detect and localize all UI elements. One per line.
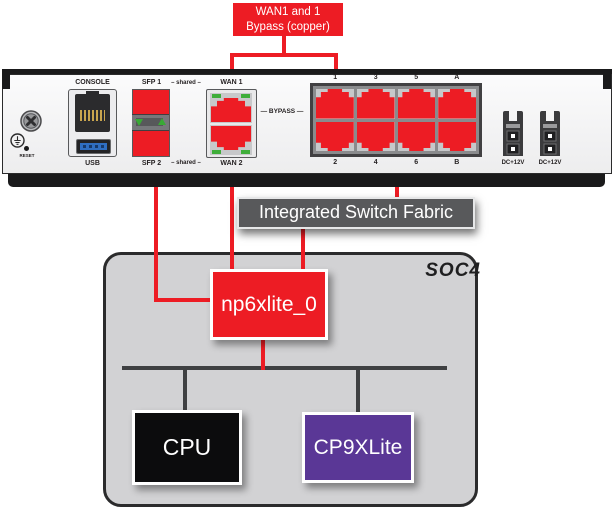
dc2-label: DC+12V xyxy=(538,160,562,166)
console-port-latch xyxy=(86,91,99,97)
port-A-rj45 xyxy=(438,89,476,119)
port-label-3: 3 xyxy=(373,74,378,81)
usb-pin xyxy=(95,145,98,148)
sfp1-arrow-icon xyxy=(135,119,143,126)
sfp1-label: SFP 1 xyxy=(141,79,162,86)
reset-label: RESET xyxy=(19,153,35,158)
chassis-right-tab xyxy=(603,70,611,89)
port-1-rj45 xyxy=(316,89,354,119)
usb-port xyxy=(76,139,111,154)
port-6-rj45 xyxy=(397,121,436,151)
callout-line2: Bypass (copper) xyxy=(246,21,330,33)
bus-to-cp9-line xyxy=(356,370,360,413)
wan2-label: WAN 2 xyxy=(220,160,243,167)
wan-bypass-callout: WAN1 and 1 Bypass (copper) xyxy=(233,3,343,36)
chassis-top-edge xyxy=(2,69,612,74)
bus-to-cpu-line xyxy=(183,370,187,410)
port-label-6: 6 xyxy=(414,159,419,166)
port-labels-bottom: 2 4 6 B xyxy=(315,159,477,166)
ports-to-fabric-line xyxy=(395,185,399,199)
switch-fabric-label: Integrated Switch Fabric xyxy=(237,197,475,229)
wan1-label: WAN 1 xyxy=(220,79,243,86)
port-5-rj45 xyxy=(397,89,436,119)
port-6 xyxy=(397,121,436,151)
np6xlite-node: np6xlite_0 xyxy=(210,269,328,340)
port-label-4: 4 xyxy=(373,159,378,166)
port-4-rj45 xyxy=(356,121,395,151)
wan2-led-right xyxy=(241,150,250,154)
shared-bottom-label: – shared – xyxy=(171,160,201,166)
usb-label: USB xyxy=(85,160,100,167)
usb-pin xyxy=(89,145,92,148)
wan1-port xyxy=(210,93,252,123)
console-port-pins xyxy=(80,110,105,121)
callout-branch-line xyxy=(230,53,338,57)
switch-port-block xyxy=(310,83,482,157)
shared-top-label: – shared – xyxy=(171,80,201,86)
port-A xyxy=(438,89,476,119)
port-4 xyxy=(356,121,395,151)
port-label-5: 5 xyxy=(414,74,419,81)
dc-power-connector-icon xyxy=(503,111,523,156)
wan2-port xyxy=(210,125,252,155)
wan-ports xyxy=(206,89,257,158)
sfp2-label: SFP 2 xyxy=(141,160,162,167)
wan2-rj45 xyxy=(211,126,251,150)
port-1 xyxy=(316,89,354,119)
ground-icon xyxy=(10,133,25,148)
internal-bus-line xyxy=(122,366,447,370)
port-2 xyxy=(316,121,354,151)
usb-pin xyxy=(101,145,104,148)
wan1-led-right xyxy=(241,94,250,98)
usb-tongue xyxy=(80,143,107,150)
sfp-latch xyxy=(132,114,169,131)
callout-stem-line xyxy=(282,36,286,53)
port-label-A: A xyxy=(454,74,460,81)
sfp2-arrow-icon xyxy=(158,118,166,125)
sfp2-to-np-line-v xyxy=(154,185,158,302)
port-B-rj45 xyxy=(438,121,476,151)
sfp-latch-inner xyxy=(136,118,163,126)
port-label-1: 1 xyxy=(333,74,338,81)
port-5 xyxy=(397,89,436,119)
wan2-to-np-line xyxy=(230,185,234,272)
port-B xyxy=(438,121,476,151)
cp9xlite-node: CP9XLite xyxy=(302,412,414,483)
console-label: CONSOLE xyxy=(75,79,110,86)
port-labels-top: 1 3 5 A xyxy=(315,74,477,81)
wan2-led-left xyxy=(212,150,221,154)
sfp-ports xyxy=(132,89,170,157)
port-2-rj45 xyxy=(316,121,354,151)
bypass-label: — BYPASS — xyxy=(260,108,304,115)
dc1-label: DC+12V xyxy=(501,160,525,166)
wan1-led-left xyxy=(212,94,221,98)
port-label-2: 2 xyxy=(333,159,338,166)
usb-pin xyxy=(83,145,86,148)
callout-line1: WAN1 and 1 xyxy=(255,6,321,18)
port-3-rj45 xyxy=(356,89,395,119)
screw-icon xyxy=(20,110,42,132)
fabric-to-np-line xyxy=(301,229,305,272)
cpu-node: CPU xyxy=(132,410,242,485)
sfp2-to-np-line-h xyxy=(154,298,212,302)
port-3 xyxy=(356,89,395,119)
chassis-bottom-edge xyxy=(8,174,605,187)
dc-power-connector-icon xyxy=(540,111,560,156)
np-to-bus-line xyxy=(261,338,265,370)
wan1-rj45 xyxy=(211,98,251,122)
reset-button xyxy=(24,146,29,151)
console-usb-bezel xyxy=(68,89,117,157)
console-port xyxy=(75,91,110,132)
callout-to-wan1-line xyxy=(230,53,234,71)
soc4-title: SOC4 xyxy=(425,260,481,281)
callout-to-port1-line xyxy=(334,53,338,71)
port-label-B: B xyxy=(454,159,460,166)
chassis-left-tab xyxy=(2,70,10,89)
